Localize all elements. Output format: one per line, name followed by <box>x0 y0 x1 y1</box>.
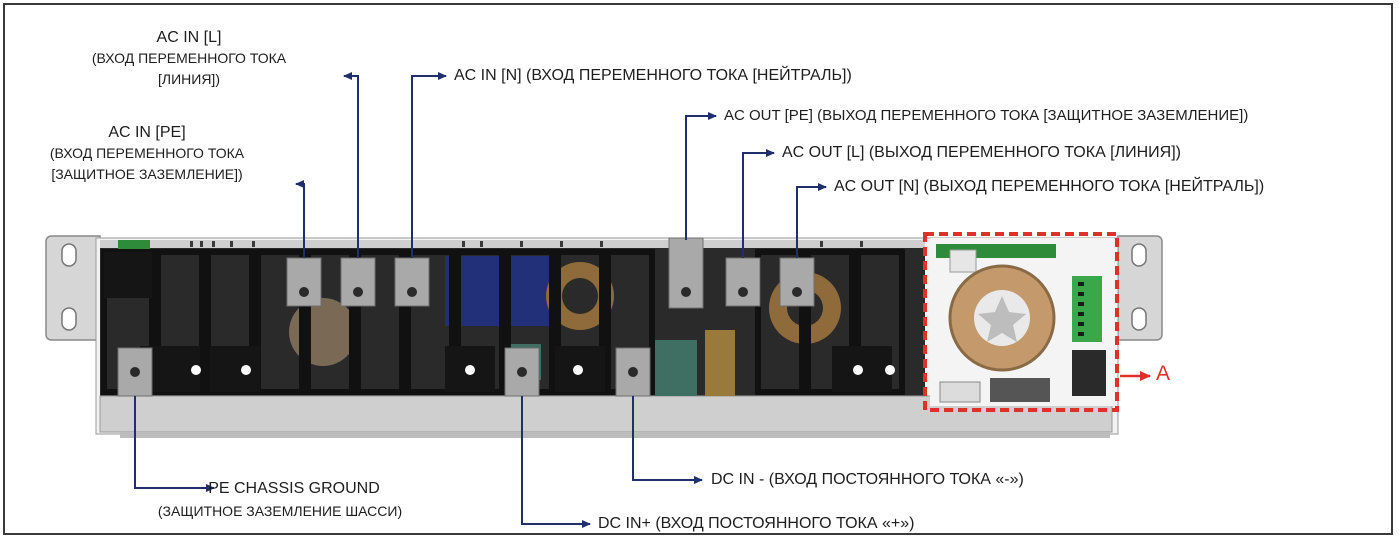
label-ac-in-pe-line2: (ВХОД ПЕРЕМЕННОГО ТОКА <box>49 145 245 161</box>
label-dc-in-minus: DC IN - (ВХОД ПОСТОЯННОГО ТОКА «-») <box>711 471 1024 488</box>
label-ac-in-l-line2: (ВХОД ПЕРЕМЕННОГО ТОКА <box>91 50 287 66</box>
leader-ac-in-l <box>343 72 359 258</box>
label-pe-chassis: PE CHASSIS GROUND (ЗАЩИТНОЕ ЗАЗЕМЛЕНИЕ Ш… <box>140 479 420 524</box>
label-ac-in-n: AC IN [N] (ВХОД ПЕРЕМЕННОГО ТОКА [НЕЙТРА… <box>454 67 852 84</box>
leader-ac-out-n <box>796 183 827 258</box>
label-dc-in-plus: DC IN+ (ВХОД ПОСТОЯННОГО ТОКА «+») <box>598 515 915 532</box>
leader-dc-in-plus <box>521 396 591 528</box>
label-ac-in-l-line3: [ЛИНИЯ]) <box>158 71 220 87</box>
diagram-frame <box>3 3 1393 535</box>
leader-dc-in-minus <box>632 396 703 484</box>
label-ac-in-pe-line3: [ЗАЩИТНОЕ ЗАЗЕМЛЕНИЕ]) <box>51 166 243 182</box>
leader-ac-in-pe <box>295 180 305 258</box>
label-pe-chassis-title: PE CHASSIS GROUND <box>208 480 380 497</box>
label-ac-in-l-title: AC IN [L] <box>156 29 222 46</box>
leader-pe-chassis <box>134 396 215 492</box>
leader-ac-out-l <box>742 149 775 258</box>
label-ac-in-l: AC IN [L] (ВХОД ПЕРЕМЕННОГО ТОКА [ЛИНИЯ]… <box>58 28 320 89</box>
label-ac-out-n: AC OUT [N] (ВЫХОД ПЕРЕМЕННОГО ТОКА [НЕЙТ… <box>834 178 1265 195</box>
rack-ear-right <box>1117 235 1163 341</box>
label-area-a: A <box>1156 362 1171 385</box>
label-ac-out-pe: AC OUT [PE] (ВЫХОД ПЕРЕМЕННОГО ТОКА [ЗАЩ… <box>724 107 1249 124</box>
leader-ac-out-pe <box>685 112 717 240</box>
label-pe-chassis-line2: (ЗАЩИТНОЕ ЗАЗЕМЛЕНИЕ ШАССИ) <box>157 503 403 519</box>
label-ac-out-l: AC OUT [L] (ВЫХОД ПЕРЕМЕННОГО ТОКА [ЛИНИ… <box>782 144 1182 161</box>
leader-ac-in-n <box>411 72 447 258</box>
label-ac-in-pe-title: AC IN [PE] <box>108 124 186 141</box>
area-a-highlight-box <box>923 232 1119 412</box>
label-ac-in-pe: AC IN [PE] (ВХОД ПЕРЕМЕННОГО ТОКА [ЗАЩИТ… <box>8 123 286 184</box>
control-board-area <box>930 238 1114 406</box>
rack-ear-left <box>45 235 101 341</box>
